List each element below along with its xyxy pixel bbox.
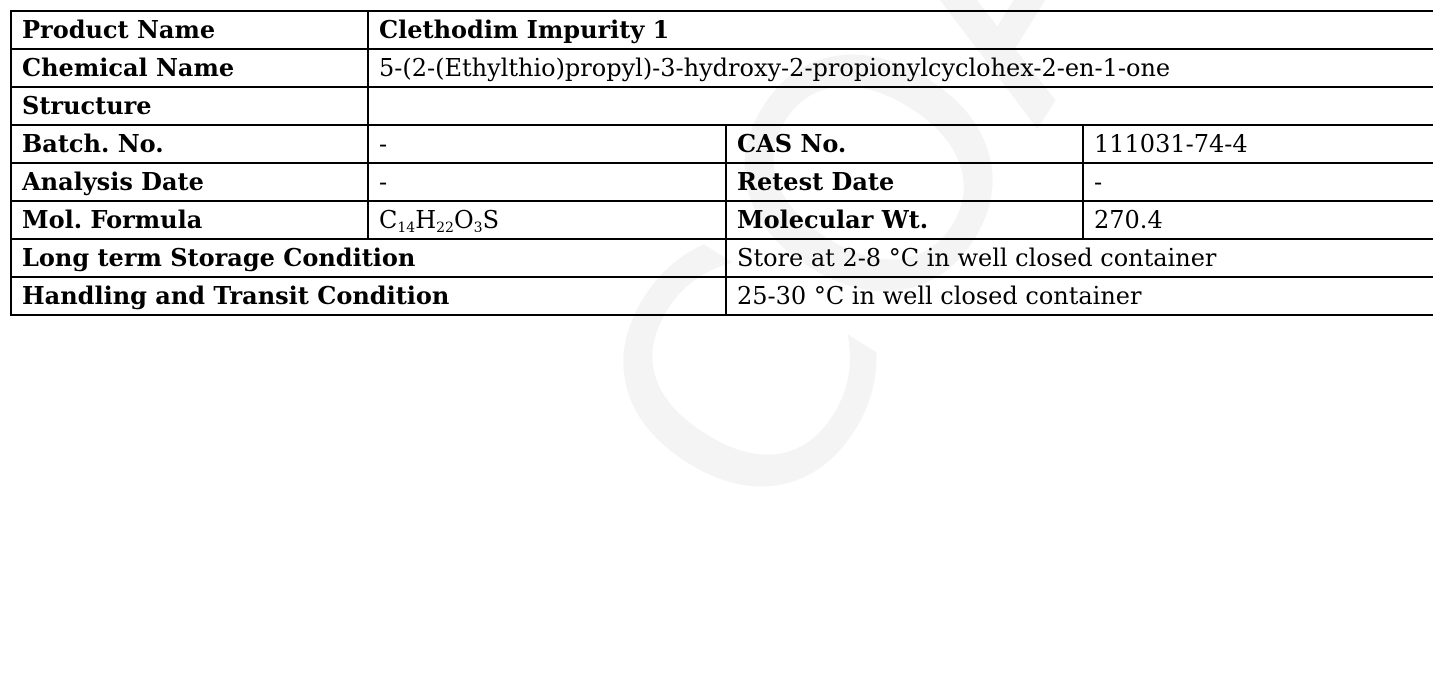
structure-diagram: OH O O S <box>369 88 1433 125</box>
coa-table: Product Name Clethodim Impurity 1 Chemic… <box>10 10 1433 316</box>
formula-o: O <box>453 205 474 234</box>
row-analysis-retest: Analysis Date - Retest Date - <box>10 162 1433 202</box>
product-name-label: Product Name <box>10 10 369 50</box>
formula-c: C <box>379 205 398 234</box>
handling-condition-label: Handling and Transit Condition <box>10 276 727 316</box>
coa-sheet: Product Name Clethodim Impurity 1 Chemic… <box>10 10 1433 700</box>
analysis-date-value: - <box>367 162 727 202</box>
row-chemical-name: Chemical Name 5-(2-(Ethylthio)propyl)-3-… <box>10 48 1433 88</box>
retest-date-label: Retest Date <box>725 162 1084 202</box>
structure-cell: OH O O S <box>366 86 1433 126</box>
mol-formula-label: Mol. Formula <box>10 200 369 240</box>
cas-value: 111031-74-4 <box>1081 124 1433 164</box>
formula-h-count: 22 <box>436 219 454 236</box>
batch-label: Batch. No. <box>10 124 369 164</box>
row-structure: Structure <box>10 86 1433 126</box>
storage-condition-value: Store at 2-8 °C in well closed container <box>724 238 1433 278</box>
formula-o-count: 3 <box>473 219 483 236</box>
storage-condition-label: Long term Storage Condition <box>10 238 727 278</box>
cas-label: CAS No. <box>725 124 1084 164</box>
row-formula-mw: Mol. Formula C14H22O3S Molecular Wt. 270… <box>10 200 1433 240</box>
molecular-weight-label: Molecular Wt. <box>725 200 1084 240</box>
structure-label: Structure <box>10 86 369 126</box>
formula-h: H <box>415 205 437 234</box>
retest-date-value: - <box>1081 162 1433 202</box>
analysis-date-label: Analysis Date <box>10 162 369 202</box>
row-batch-cas: Batch. No. - CAS No. 111031-74-4 <box>10 124 1433 164</box>
row-handling: Handling and Transit Condition 25-30 °C … <box>10 276 1433 316</box>
chemical-name-label: Chemical Name <box>10 48 369 88</box>
formula-s: S <box>482 205 500 234</box>
formula-c-count: 14 <box>397 219 416 236</box>
chemical-name-value: 5-(2-(Ethylthio)propyl)-3-hydroxy-2-prop… <box>366 48 1433 88</box>
molecular-weight-value: 270.4 <box>1081 200 1433 240</box>
handling-condition-value: 25-30 °C in well closed container <box>724 276 1433 316</box>
row-storage: Long term Storage Condition Store at 2-8… <box>10 238 1433 278</box>
product-name-value: Clethodim Impurity 1 <box>366 10 1433 50</box>
mol-formula-value: C14H22O3S <box>367 200 727 240</box>
batch-value: - <box>367 124 727 164</box>
row-product-name: Product Name Clethodim Impurity 1 <box>10 10 1433 50</box>
